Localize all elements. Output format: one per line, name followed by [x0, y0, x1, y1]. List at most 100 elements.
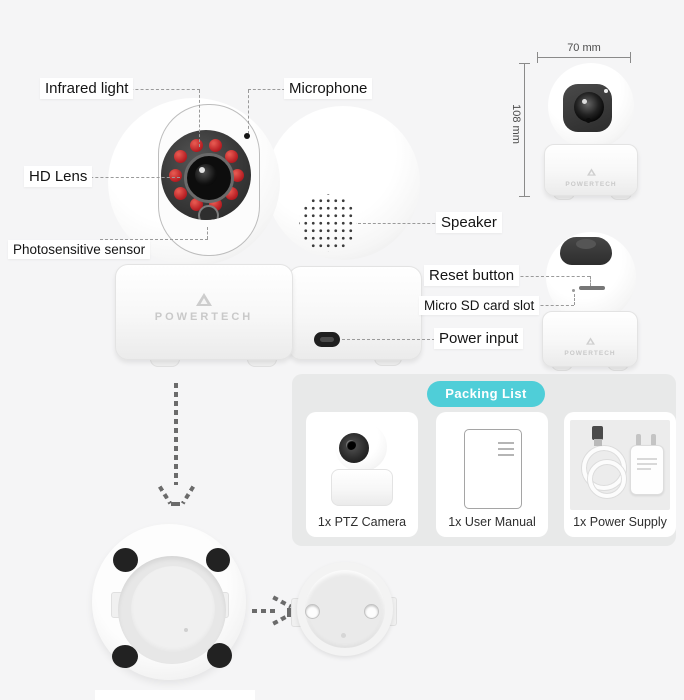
mini-front-camera-base: Powertech — [544, 144, 638, 196]
user-manual-icon — [464, 429, 522, 509]
height-dimension-label: 108 mm — [510, 104, 522, 144]
front-camera-base: Powertech — [115, 264, 293, 360]
leader-speaker — [358, 223, 450, 224]
packing-item-label: 1x Power Supply — [573, 515, 667, 529]
powertech-logo-icon — [196, 293, 212, 306]
power-adapter — [630, 445, 664, 495]
ir-led — [174, 186, 188, 200]
plug-prong — [636, 434, 641, 446]
label-speaker: Speaker — [436, 212, 502, 233]
manual-text-line — [498, 442, 514, 444]
seat-pin-hole — [184, 628, 188, 632]
powertech-logo-icon — [585, 337, 595, 345]
mini-front-camera-face — [563, 84, 612, 132]
leader-microphone — [248, 89, 290, 90]
rubber-foot — [112, 645, 138, 668]
usb-connector-tip — [593, 439, 602, 446]
width-dimension-line — [537, 57, 631, 58]
ptz-camera-thumb-lens-glass — [346, 440, 356, 450]
down-arrow-tip — [171, 502, 180, 506]
ir-led — [189, 139, 203, 152]
dimension-tick — [519, 196, 530, 197]
brand-logo: Powertech — [116, 293, 292, 323]
photosensitive-sensor — [198, 205, 219, 220]
lens-glint — [199, 167, 205, 173]
hd-lens — [184, 153, 234, 203]
rubber-foot — [113, 548, 138, 572]
label-power-input: Power input — [434, 328, 524, 349]
brand-logo-text: Powertech — [565, 181, 617, 188]
adapter-text-line — [637, 463, 657, 465]
adapter-text-line — [637, 468, 651, 470]
leader-hd-lens — [80, 177, 180, 178]
leader-reset-drop — [590, 276, 591, 286]
plate-pin-hole — [341, 633, 346, 638]
manual-text-line — [498, 448, 514, 450]
label-photosensitive-sensor: Photosensitive sensor — [8, 240, 151, 259]
label-micro-sd-card-slot: Micro SD card slot — [419, 296, 540, 315]
packing-item-ptz-camera: 1x PTZ Camera — [306, 412, 418, 537]
mini-lens — [574, 92, 604, 122]
leader-infrared — [120, 89, 200, 90]
leader-sensor — [100, 239, 208, 240]
leader-sd-slot — [510, 305, 574, 306]
leader-sd-rise — [574, 294, 575, 305]
dimension-tick — [630, 52, 631, 63]
adapter-text-line — [637, 458, 657, 460]
mini-lens-glint — [582, 99, 587, 104]
leader-sensor-rise — [207, 227, 208, 239]
brand-logo: Powertech — [545, 163, 637, 188]
microphone-hole — [244, 133, 250, 139]
screw-hole — [305, 604, 320, 619]
packing-list-title: Packing List — [427, 381, 545, 407]
right-arrow-line — [252, 609, 278, 613]
dimension-tick — [537, 52, 538, 63]
packing-item-power-supply: 1x Power Supply — [564, 412, 676, 537]
brand-logo-text: Powertech — [154, 311, 254, 323]
power-port — [314, 332, 340, 347]
back-camera-head — [560, 237, 612, 265]
bottom-white-strip — [95, 690, 255, 700]
back-camera-base: Powertech — [542, 311, 638, 367]
usb-connector — [592, 426, 603, 440]
usb-cable-coil — [588, 460, 626, 498]
ptz-camera-thumb-base — [331, 469, 393, 506]
ir-led — [174, 150, 188, 164]
width-dimension-label: 70 mm — [567, 42, 601, 54]
leader-reset — [500, 276, 590, 277]
lens-bezel — [161, 130, 251, 220]
screw-hole — [364, 604, 379, 619]
manual-text-line — [498, 454, 514, 456]
power-port-slot — [320, 337, 334, 342]
brand-logo-text: Powertech — [564, 350, 616, 357]
ir-led — [209, 139, 223, 152]
down-arrow-line — [174, 383, 178, 485]
packing-item-label: 1x User Manual — [448, 515, 536, 529]
lens-glass — [195, 164, 217, 186]
ir-led — [224, 150, 238, 164]
ir-led — [168, 168, 182, 182]
label-reset-button: Reset button — [424, 265, 520, 286]
brand-logo: Powertech — [543, 332, 637, 357]
label-hd-lens: HD Lens — [24, 166, 93, 187]
mini-mic-dot — [604, 89, 608, 93]
mini-sensor-dot — [586, 118, 591, 123]
leader-power — [342, 339, 450, 340]
packing-item-user-manual: 1x User Manual — [436, 412, 548, 537]
leader-microphone-drop — [248, 90, 249, 134]
base-mount-plate-seat — [131, 566, 215, 652]
right-arrow-tip — [287, 608, 291, 617]
power-supply-photo-bg — [570, 420, 670, 510]
packing-item-label: 1x PTZ Camera — [317, 515, 407, 529]
label-infrared-light: Infrared light — [40, 78, 134, 99]
label-microphone: Microphone — [284, 78, 373, 99]
dimension-tick — [519, 63, 530, 64]
plug-prong — [651, 434, 656, 446]
mount-plate — [297, 562, 393, 656]
reset-pinhole — [572, 289, 575, 292]
back-lens-hint — [576, 239, 596, 249]
side-camera-base — [288, 266, 422, 360]
powertech-logo-icon — [586, 168, 596, 176]
speaker-grill — [299, 194, 357, 252]
